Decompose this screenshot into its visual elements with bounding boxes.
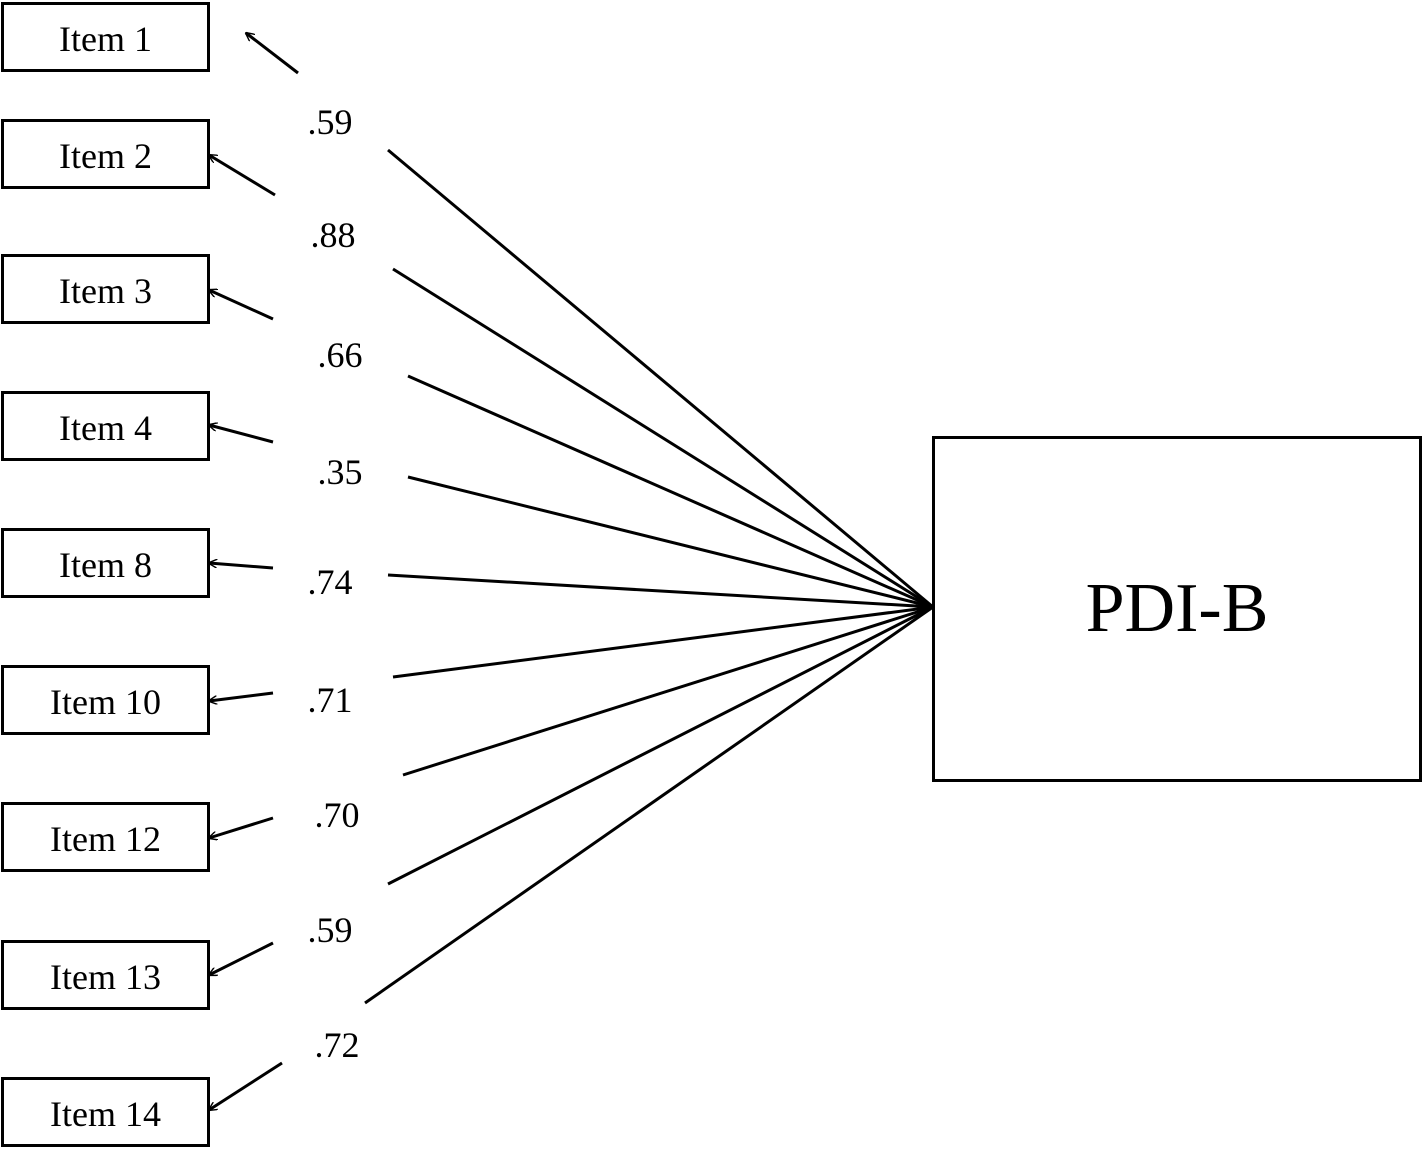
loading-value: .72 bbox=[314, 1025, 360, 1065]
arrow-icon bbox=[209, 1061, 283, 1110]
item-label: Item 12 bbox=[50, 819, 161, 859]
item-box: Item 13 bbox=[1, 940, 210, 1010]
item-label: Item 13 bbox=[50, 957, 161, 997]
loading-path-line bbox=[402, 605, 934, 777]
loading-value: .70 bbox=[314, 795, 360, 835]
loading-path-line bbox=[364, 605, 934, 1005]
loading-path-line bbox=[392, 267, 934, 609]
loading-path-line bbox=[387, 148, 934, 609]
item-box: Item 12 bbox=[1, 802, 210, 872]
factor-box-pdi-b: PDI-B bbox=[932, 436, 1422, 782]
item-box: Item 1 bbox=[1, 2, 210, 72]
loading-value: .66 bbox=[317, 335, 363, 375]
item-box: Item 8 bbox=[1, 528, 210, 598]
loading-path-line bbox=[387, 605, 934, 886]
arrow-icon bbox=[209, 425, 274, 444]
arrow-icon bbox=[246, 33, 299, 75]
loading-value: .74 bbox=[307, 562, 353, 602]
item-label: Item 1 bbox=[59, 19, 152, 59]
arrow-icon bbox=[209, 563, 274, 570]
item-label: Item 4 bbox=[59, 408, 152, 448]
loading-value: .35 bbox=[317, 452, 363, 492]
factor-label: PDI-B bbox=[1085, 570, 1269, 647]
arrow-icon bbox=[209, 290, 274, 321]
loading-value: .59 bbox=[307, 102, 353, 142]
item-box: Item 14 bbox=[1, 1077, 210, 1147]
loading-path-line bbox=[392, 605, 934, 679]
loading-path-line bbox=[407, 374, 934, 609]
item-box: Item 10 bbox=[1, 665, 210, 735]
arrow-icon bbox=[209, 155, 276, 197]
item-box: Item 2 bbox=[1, 119, 210, 189]
arrow-icon bbox=[209, 816, 274, 838]
item-label: Item 8 bbox=[59, 545, 152, 585]
item-label: Item 14 bbox=[50, 1094, 161, 1134]
item-label: Item 3 bbox=[59, 271, 152, 311]
arrow-icon bbox=[209, 691, 274, 701]
item-label: Item 10 bbox=[50, 682, 161, 722]
loading-value: .88 bbox=[310, 215, 356, 255]
item-box: Item 4 bbox=[1, 391, 210, 461]
loading-value: .71 bbox=[307, 680, 353, 720]
item-box: Item 3 bbox=[1, 254, 210, 324]
loading-path-line bbox=[387, 573, 934, 609]
loading-value: .59 bbox=[307, 910, 353, 950]
item-label: Item 2 bbox=[59, 136, 152, 176]
loading-path-line bbox=[407, 475, 934, 609]
arrow-icon bbox=[209, 941, 274, 977]
